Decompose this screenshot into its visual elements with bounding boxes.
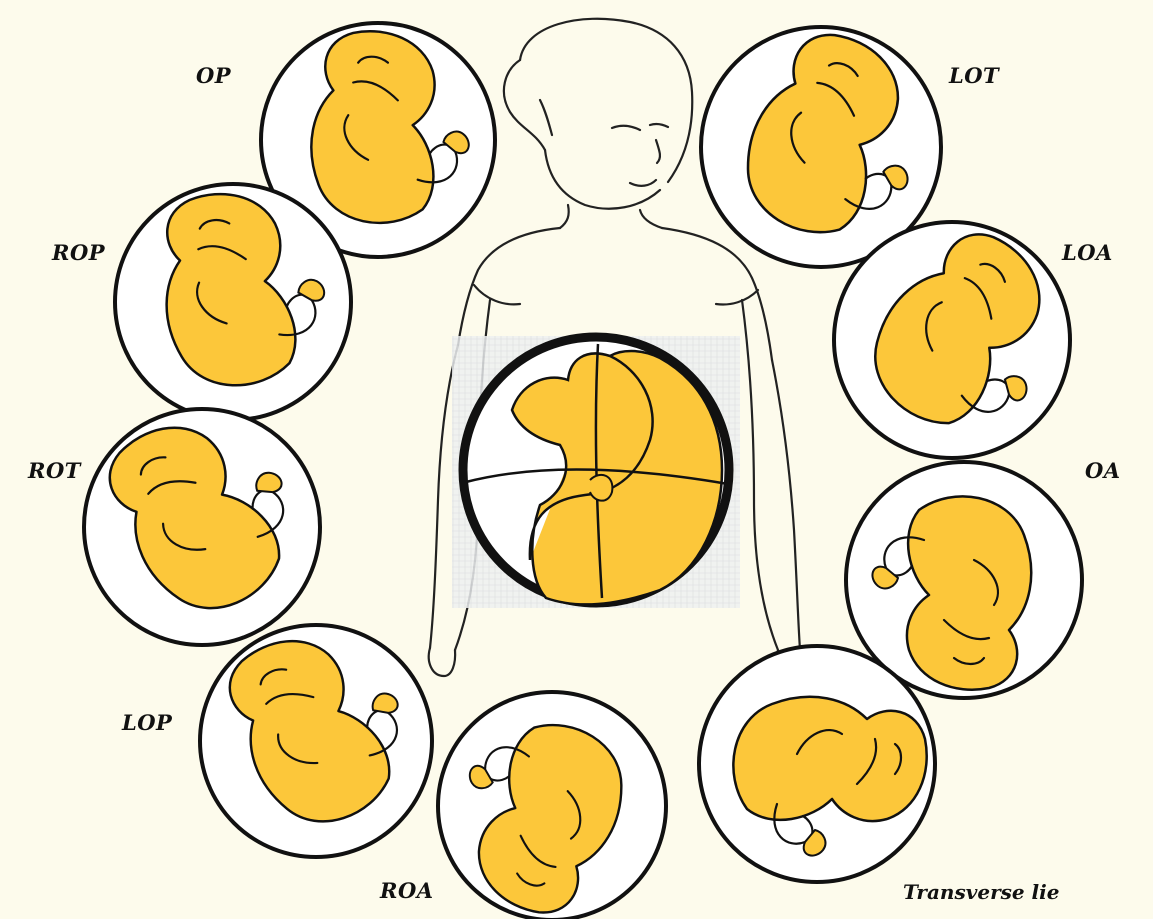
position-circle-oa: [846, 462, 1082, 698]
label-lop: LOP: [122, 710, 172, 735]
center-uterus-view: [463, 337, 729, 604]
position-circle-rot: [84, 385, 325, 645]
label-roa: ROA: [380, 878, 434, 903]
label-lot: LOT: [949, 63, 999, 88]
label-loa: LOA: [1062, 240, 1113, 265]
label-transverse-lie: Transverse lie: [903, 880, 1059, 904]
label-oa: OA: [1085, 458, 1121, 483]
position-circle-transverse: [699, 646, 935, 882]
label-rop: ROP: [52, 240, 105, 265]
label-op: OP: [196, 63, 231, 88]
position-circle-roa: [433, 692, 666, 919]
label-rot: ROT: [28, 458, 81, 483]
